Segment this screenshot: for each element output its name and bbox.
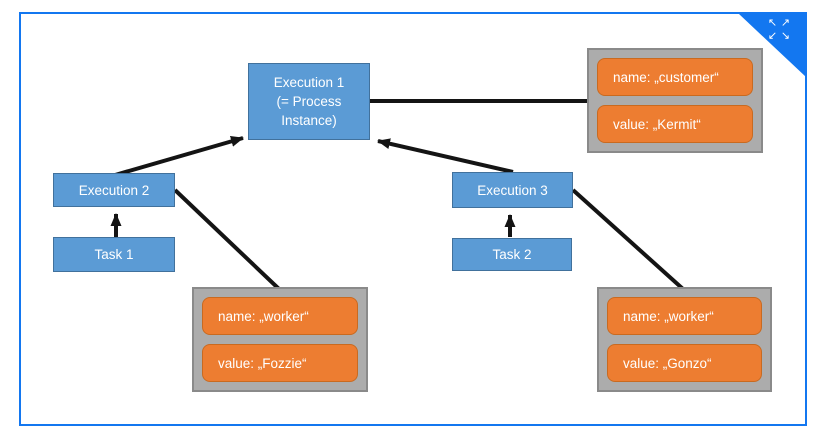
node-task-1: Task 1 xyxy=(53,237,175,272)
node-execution-2-label: Execution 2 xyxy=(78,182,150,198)
node-execution-1-label: Execution 1 (= Process Instance) xyxy=(273,75,345,128)
expand-arrow-nw: ↖ xyxy=(767,17,778,29)
node-task-2-label: Task 2 xyxy=(492,247,532,262)
variable-group-worker-fozzie: name: „worker“ value: „Fozzie“ xyxy=(192,287,368,392)
expand-arrow-se: ↘ xyxy=(780,30,791,42)
expand-arrow-ne: ↗ xyxy=(780,17,791,29)
node-task-2: Task 2 xyxy=(452,238,572,271)
expand-arrows-icon: ↖ ↗ ↙ ↘ xyxy=(766,17,792,43)
node-execution-3: Execution 3 xyxy=(452,172,573,208)
variable-group-customer: name: „customer“ value: „Kermit“ xyxy=(587,48,763,153)
node-execution-3-label: Execution 3 xyxy=(477,182,548,198)
expand-arrow-sw: ↙ xyxy=(767,30,778,42)
node-execution-1: Execution 1 (= Process Instance) xyxy=(248,63,370,140)
node-execution-2: Execution 2 xyxy=(53,173,175,207)
variable-group-worker-gonzo: name: „worker“ value: „Gonzo“ xyxy=(597,287,772,392)
fullscreen-button[interactable]: ↖ ↗ ↙ ↘ xyxy=(739,14,806,77)
variable-name-customer: name: „customer“ xyxy=(597,58,753,96)
variable-value-fozzie: value: „Fozzie“ xyxy=(202,344,358,382)
corner-triangle xyxy=(739,14,806,77)
variable-value-kermit: value: „Kermit“ xyxy=(597,105,753,143)
variable-value-gonzo: value: „Gonzo“ xyxy=(607,344,762,382)
node-task-1-label: Task 1 xyxy=(94,247,134,262)
variable-name-worker-fozzie: name: „worker“ xyxy=(202,297,358,335)
variable-name-worker-gonzo: name: „worker“ xyxy=(607,297,762,335)
